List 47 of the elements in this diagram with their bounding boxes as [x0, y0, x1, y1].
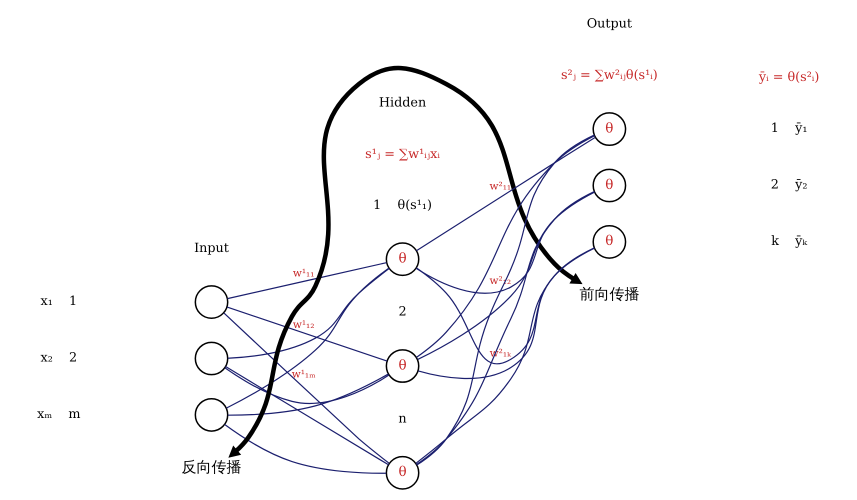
connector	[228, 268, 390, 359]
edge-label: w²₁₁	[490, 180, 512, 192]
edge-label: w¹₁ₘ	[292, 368, 316, 380]
label: s¹ⱼ = ∑w¹ᵢⱼxᵢ	[365, 146, 440, 162]
connector	[223, 312, 390, 464]
edge-label: w¹₁₁	[292, 268, 314, 280]
node-label: 2	[398, 304, 407, 320]
label: Hidden	[378, 96, 426, 111]
node-label: 1 θ(s¹₁)	[373, 198, 432, 213]
connector	[224, 424, 386, 474]
node-label: x₁ 1	[40, 294, 78, 310]
connector	[225, 366, 389, 466]
node-circle	[194, 285, 228, 319]
connector	[417, 191, 595, 360]
connector	[416, 135, 595, 358]
node-circle: θ	[386, 349, 420, 383]
connector	[228, 374, 389, 416]
node-label: 2 ȳ₂	[770, 178, 808, 193]
node-text: 反向传播	[182, 458, 242, 476]
node-text: 前向传播	[579, 285, 640, 304]
node-circle: θ	[592, 112, 626, 146]
connector	[416, 192, 595, 294]
label: Input	[194, 240, 229, 256]
connector	[416, 190, 595, 466]
label: s²ⱼ = ∑w²ᵢⱼθ(s¹ᵢ)	[560, 68, 658, 83]
node-label: x₂ 2	[40, 350, 78, 366]
node-label: xₘ m	[37, 406, 81, 422]
node-circle: θ	[386, 242, 420, 276]
node-label: 1 ȳ₁	[770, 121, 808, 136]
node-circle: θ	[592, 168, 626, 202]
connector	[227, 262, 387, 300]
arrow	[228, 66, 583, 458]
edge-label: w¹₁₂	[292, 318, 314, 331]
connector	[226, 306, 388, 362]
node-circle: θ	[386, 456, 420, 490]
node-label: k ȳₖ	[771, 234, 808, 249]
label: Output	[586, 16, 632, 32]
connector	[224, 367, 390, 404]
node-circle	[194, 342, 228, 376]
connector	[416, 247, 595, 464]
node-label: n	[398, 411, 407, 426]
node-circle: θ	[592, 225, 626, 259]
label: ȳᵢ = θ(s²ᵢ)	[758, 70, 820, 86]
connector	[416, 136, 596, 252]
node-circle	[194, 398, 228, 432]
connector	[416, 134, 594, 466]
connector	[226, 268, 390, 409]
